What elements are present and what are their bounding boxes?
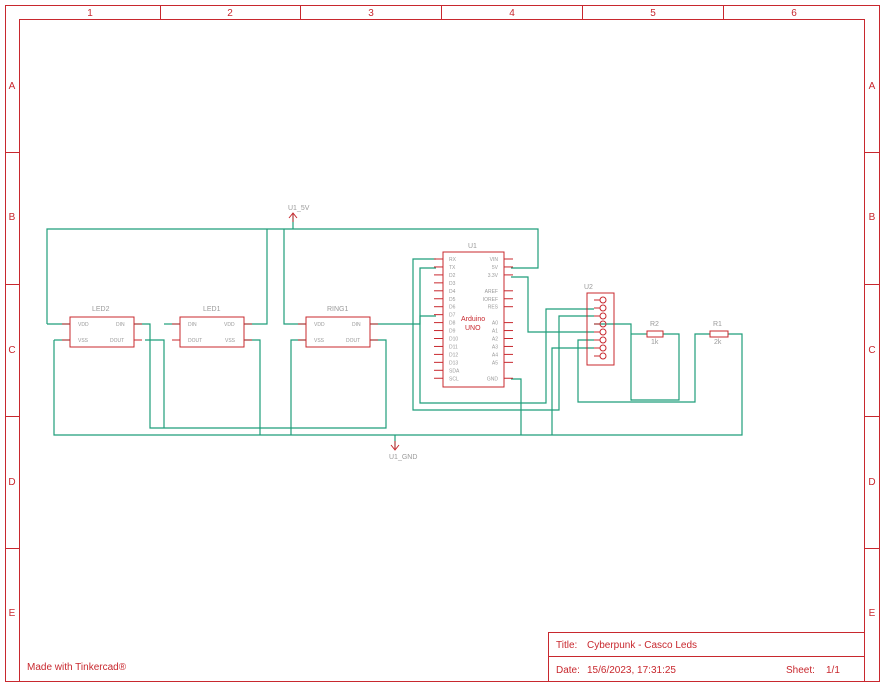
ring1-pin-din: DIN xyxy=(352,322,361,328)
led1-pin-vss: VSS xyxy=(225,338,236,344)
row-label-c-right: C xyxy=(868,345,875,356)
column-label-3: 3 xyxy=(368,8,374,19)
title-block xyxy=(548,632,865,682)
led2-pin-vdd: VDD xyxy=(78,322,89,328)
column-label-5: 5 xyxy=(650,8,656,19)
vcc-net-label: U1_5V xyxy=(288,205,310,212)
u1-pin-a0: A0 xyxy=(492,321,498,327)
u1-pin-a3: A3 xyxy=(492,344,498,350)
u1-pin-d12: D12 xyxy=(449,352,458,358)
wires xyxy=(46,213,743,448)
u1-pin-d9: D9 xyxy=(449,329,456,335)
r2-label: R2 xyxy=(650,321,659,328)
led1-pin-dout: DOUT xyxy=(188,338,202,344)
u2-header-component[interactable]: U2 xyxy=(584,284,615,366)
u2-pin-circle xyxy=(599,344,607,352)
u1-pin-scl: SCL xyxy=(449,376,459,382)
u1-pin-a1: A1 xyxy=(492,329,498,335)
ring1-pin-vdd: VDD xyxy=(314,322,325,328)
u1-pin-d13: D13 xyxy=(449,360,458,366)
u1-pin-d11: D11 xyxy=(449,344,458,350)
u1-pin-d3: D3 xyxy=(449,281,456,287)
sheet-label: Sheet: xyxy=(786,665,815,676)
vcc-symbol xyxy=(288,212,298,222)
row-label-e-left: E xyxy=(9,608,16,619)
row-label-b-left: B xyxy=(9,212,16,223)
u1-arduino-component[interactable]: U1 Arduino UNO RXTXD2D3D4D5D6D7D8D9D10D1… xyxy=(434,243,513,388)
led2-pin-vss: VSS xyxy=(78,338,89,344)
date-value: 15/6/2023, 17:31:25 xyxy=(587,665,676,676)
u1-pin-a5: A5 xyxy=(492,360,498,366)
r1-label: R1 xyxy=(713,321,722,328)
u1-pin-a2: A2 xyxy=(492,337,498,343)
u1-pin-ioref: IOREF xyxy=(483,297,498,303)
u1-pin-gnd: GND xyxy=(487,376,499,382)
u1-pin-vin: VIN xyxy=(490,257,499,263)
u1-pin-d2: D2 xyxy=(449,273,456,279)
u1-pin-sda: SDA xyxy=(449,368,460,374)
row-label-a-right: A xyxy=(869,81,876,92)
ring1-component[interactable]: RING1 VDD DIN VSS DOUT xyxy=(298,306,378,348)
row-label-e-right: E xyxy=(869,608,876,619)
u1-pin-d10: D10 xyxy=(449,337,458,343)
u1-pin-aref: AREF xyxy=(485,289,498,295)
column-label-2: 2 xyxy=(227,8,233,19)
led2-label: LED2 xyxy=(92,306,110,313)
u1-name-line2: UNO xyxy=(465,325,481,332)
u1-pin-d4: D4 xyxy=(449,289,456,295)
row-label-a-left: A xyxy=(9,81,16,92)
u2-label: U2 xyxy=(584,284,593,291)
ring1-label: RING1 xyxy=(327,306,349,313)
r2-resistor[interactable]: R2 1k xyxy=(646,321,664,346)
row-label-c-left: C xyxy=(8,345,15,356)
row-label-d-left: D xyxy=(8,477,15,488)
u1-pin-a4: A4 xyxy=(492,352,498,358)
led2-pin-dout: DOUT xyxy=(110,338,124,344)
column-label-4: 4 xyxy=(509,8,515,19)
row-label-b-right: B xyxy=(869,212,876,223)
u2-pin-circle xyxy=(599,312,607,320)
u2-pin-circle xyxy=(599,320,607,328)
sheet-value: 1/1 xyxy=(826,665,840,676)
gnd-symbol xyxy=(390,441,400,451)
ring1-pin-dout: DOUT xyxy=(346,338,360,344)
u2-pin-circle xyxy=(599,296,607,304)
led2-pin-din: DIN xyxy=(116,322,125,328)
u1-pin-d7: D7 xyxy=(449,313,456,319)
u1-name-line1: Arduino xyxy=(461,316,485,323)
led1-pin-vdd: VDD xyxy=(224,322,235,328)
u2-pin-circle xyxy=(599,336,607,344)
column-label-1: 1 xyxy=(87,8,93,19)
r1-value: 2k xyxy=(714,339,722,346)
u2-pin-circle xyxy=(599,352,607,360)
led2-component[interactable]: LED2 VDD DIN VSS DOUT xyxy=(62,306,142,348)
u1-label: U1 xyxy=(468,243,477,250)
u1-pin-d5: D5 xyxy=(449,297,456,303)
gnd-net-label: U1_GND xyxy=(389,454,417,461)
u2-pin-circle xyxy=(599,328,607,336)
column-label-6: 6 xyxy=(791,8,797,19)
ring1-pin-vss: VSS xyxy=(314,338,325,344)
led1-pin-din: DIN xyxy=(188,322,197,328)
led1-label: LED1 xyxy=(203,306,221,313)
date-label: Date: xyxy=(556,665,580,676)
u1-pin-res: RES xyxy=(488,305,499,311)
r2-value: 1k xyxy=(651,339,659,346)
u1-pin-d6: D6 xyxy=(449,305,456,311)
u1-pin-tx: TX xyxy=(449,265,456,271)
r1-resistor[interactable]: R1 2k xyxy=(709,321,729,346)
u1-pin-rx: RX xyxy=(449,257,457,263)
led1-component[interactable]: LED1 DIN VDD DOUT VSS xyxy=(172,306,252,348)
u1-pin-d8: D8 xyxy=(449,321,456,327)
u1-pin-33v: 3.3V xyxy=(488,273,499,279)
u1-pin-5v: 5V xyxy=(492,265,499,271)
drawing-frame xyxy=(5,5,880,682)
tinkercad-credit: Made with Tinkercad® xyxy=(27,662,127,673)
title-label: Title: xyxy=(556,640,577,651)
row-label-d-right: D xyxy=(868,477,875,488)
u2-pin-circle xyxy=(599,304,607,312)
title-value: Cyberpunk - Casco Leds xyxy=(587,640,697,651)
